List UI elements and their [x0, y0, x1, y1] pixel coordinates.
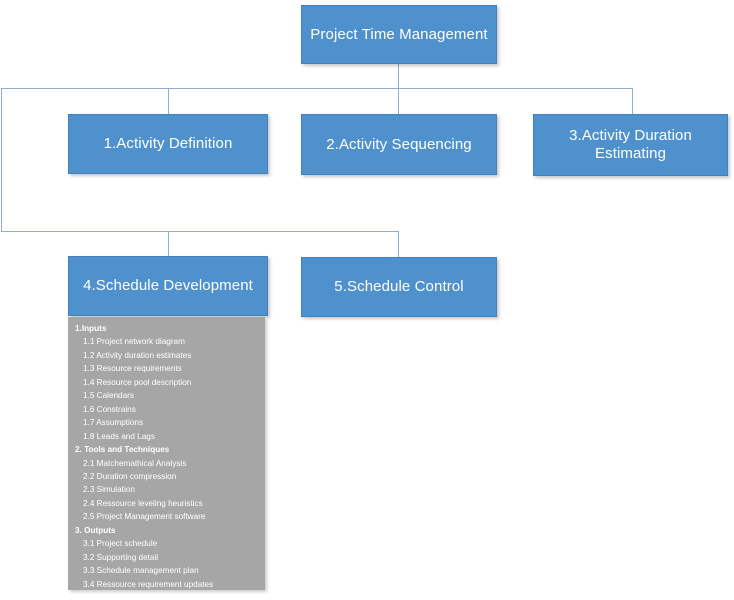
- detail-item: 1.4 Resource pool description: [83, 377, 192, 387]
- connector-upper-bus: [1, 88, 633, 89]
- connector-root-stem: [398, 64, 399, 89]
- connector-left-riser: [1, 88, 2, 232]
- detail-item: 1.7 Assumptions: [83, 418, 144, 428]
- detail-item: 1.3 Resource requirements: [83, 364, 182, 374]
- detail-item: 3.4 Ressource requirement updates: [83, 579, 214, 589]
- detail-group-heading: 2. Tools and Techniques: [75, 445, 170, 455]
- detail-item: 2.3 Simulation: [83, 485, 135, 495]
- node-activity-definition-label: 1.Activity Definition: [103, 135, 233, 153]
- schedule-development-detail-panel: 1.Inputs 1.1 Project network diagram 1.2 A…: [68, 317, 265, 590]
- detail-item: 2.4 Ressource leveling heuristics: [83, 498, 203, 508]
- detail-group-heading: 1.Inputs: [75, 324, 107, 333]
- connector-drop-schedule-control: [398, 231, 399, 258]
- detail-item: 1.6 Constrains: [83, 404, 136, 414]
- detail-item: 1.2 Activity duration estimates: [83, 350, 192, 360]
- node-activity-duration-label: 3.Activity Duration Estimating: [569, 127, 692, 162]
- detail-item: 2.1 Matchemathical Analysis: [83, 458, 187, 468]
- detail-item: 1.5 Calendars: [83, 391, 134, 401]
- node-schedule-development-label: 4.Schedule Development: [83, 277, 253, 295]
- detail-item: 3.3 Schedule management plan: [83, 566, 199, 576]
- connector-drop-activity-sequencing: [398, 88, 399, 114]
- detail-item: 2.2 Duration compression: [83, 471, 177, 481]
- node-activity-sequencing[interactable]: 2.Activity Sequencing: [301, 114, 497, 175]
- node-activity-duration-estimating[interactable]: 3.Activity Duration Estimating: [533, 114, 728, 176]
- node-schedule-development[interactable]: 4.Schedule Development: [68, 256, 268, 316]
- detail-item: 2.5 Project Management software: [83, 512, 206, 522]
- node-project-time-management[interactable]: Project Time Management: [301, 5, 497, 64]
- detail-item: 1.8 Leads and Lags: [83, 431, 155, 441]
- detail-item: 3.1 Project schedule: [83, 539, 158, 549]
- node-schedule-control[interactable]: 5.Schedule Control: [301, 257, 497, 317]
- node-activity-sequencing-label: 2.Activity Sequencing: [326, 135, 472, 153]
- node-activity-definition[interactable]: 1.Activity Definition: [68, 114, 268, 174]
- connector-drop-activity-definition: [168, 88, 169, 114]
- node-schedule-control-label: 5.Schedule Control: [334, 278, 464, 296]
- connector-lower-bus: [1, 231, 399, 232]
- node-root-label: Project Time Management: [310, 25, 488, 43]
- detail-group-heading: 3. Outputs: [75, 525, 116, 535]
- detail-item: 3.2 Supporting detail: [83, 552, 159, 562]
- detail-item: 1.1 Project network diagram: [83, 337, 185, 347]
- connector-drop-schedule-development: [168, 231, 169, 257]
- connector-drop-activity-duration: [632, 88, 633, 114]
